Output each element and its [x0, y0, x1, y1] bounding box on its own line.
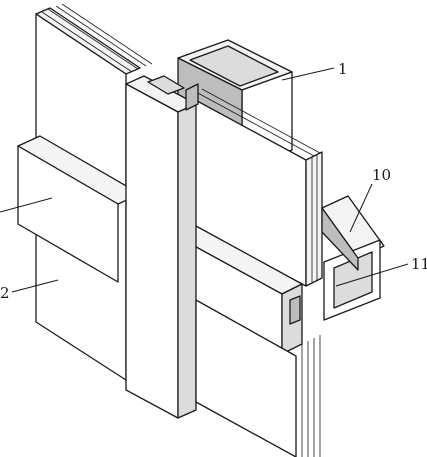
leader-line-10	[349, 183, 373, 233]
callout-10: 10	[372, 166, 392, 184]
callout-11: 11	[411, 255, 427, 273]
vertical-mullion-cover	[125, 75, 199, 419]
callout-12: 2	[0, 284, 10, 302]
leader-line-1	[281, 67, 335, 81]
glass-panel-lower-right	[195, 299, 321, 457]
leader-line-left-upper	[0, 197, 53, 213]
leader-line-11	[335, 263, 409, 287]
leader-line-12	[11, 279, 59, 293]
right-transom-tube	[321, 195, 385, 321]
transom-cover-right	[175, 225, 303, 355]
callout-1: 1	[338, 60, 348, 78]
